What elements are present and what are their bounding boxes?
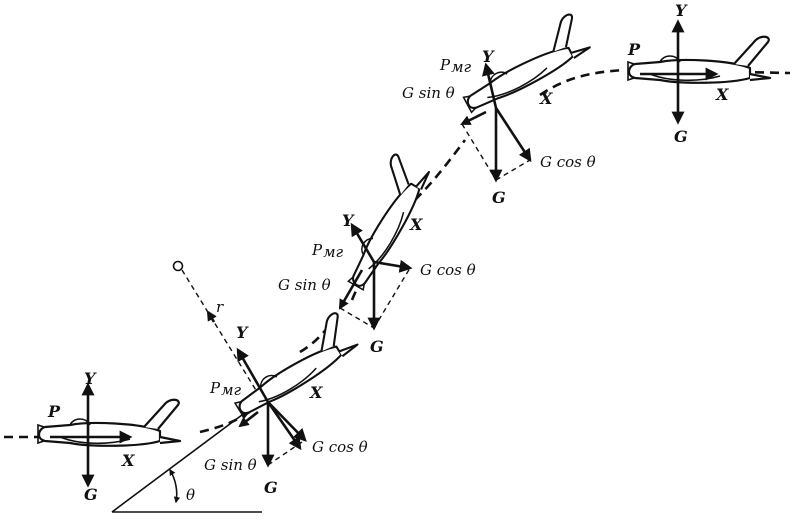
lift-label-3: Y	[342, 211, 355, 230]
lift-arrow-3	[350, 222, 376, 263]
force-triangle-3	[339, 267, 411, 329]
lift-label-5: Y	[675, 1, 688, 20]
radius-line	[181, 269, 263, 401]
force-triangle-4	[461, 123, 531, 181]
cos-label-3: G cos θ	[420, 261, 476, 279]
radius-arrow	[206, 310, 217, 323]
cos-arrow-4	[494, 107, 532, 163]
center-of-curvature	[172, 260, 184, 272]
lift-label-2: Y	[236, 323, 249, 342]
flight-path	[4, 68, 791, 439]
cos-label-2: G cos θ	[312, 438, 368, 456]
radius-label: r	[216, 298, 224, 316]
drag-label-1: X	[121, 451, 135, 470]
drag-label-4: X	[539, 89, 553, 108]
sin-arrow-3	[338, 269, 364, 310]
thrust-label-1: P	[47, 402, 61, 421]
airplane-pullup: Y X Pмг G sin θ G cos θ G	[204, 310, 368, 497]
airplane-steep-climb: Y X Pмг G sin θ G cos θ G	[278, 151, 476, 356]
airplane-level-left: Y P X G	[36, 369, 182, 504]
lift-label-4: Y	[482, 47, 495, 66]
weight-label-1: G	[84, 485, 98, 504]
sin-label-2: G sin θ	[204, 456, 257, 474]
thrust-mr-label-2: Pмг	[209, 379, 242, 399]
drag-arrow-2	[266, 401, 302, 451]
airplane-level-right: Y P X G	[626, 1, 772, 146]
airplane-leveling: Y X Pмг G sin θ G cos θ G	[402, 11, 596, 207]
sin-arrow-4	[460, 110, 487, 126]
angle-label: θ	[186, 486, 195, 504]
thrust-mr-label-4: Pмг	[439, 56, 472, 76]
sin-label-3: G sin θ	[278, 276, 331, 294]
cos-arrow-2	[267, 401, 307, 442]
weight-label-4: G	[492, 188, 506, 207]
thrust-mr-label-3: Pмг	[311, 241, 344, 261]
weight-label-5: G	[674, 127, 688, 146]
cos-arrow-3	[373, 259, 413, 273]
cos-label-4: G cos θ	[540, 153, 596, 171]
drag-label-5: X	[715, 85, 729, 104]
thrust-label-5: P	[627, 40, 641, 59]
lift-label-1: Y	[84, 369, 97, 388]
angle-arc	[169, 468, 181, 504]
lift-arrow-4	[482, 62, 498, 109]
lift-arrow-2	[236, 347, 270, 403]
weight-label-3: G	[370, 337, 384, 356]
sin-arrow-2	[238, 410, 259, 428]
force-triangle-2	[267, 439, 306, 466]
angle-lines	[111, 399, 263, 513]
drag-label-2: X	[309, 383, 323, 402]
sin-label-4: G sin θ	[402, 84, 455, 102]
weight-label-2: G	[264, 478, 278, 497]
drag-label-3: X	[409, 215, 423, 234]
